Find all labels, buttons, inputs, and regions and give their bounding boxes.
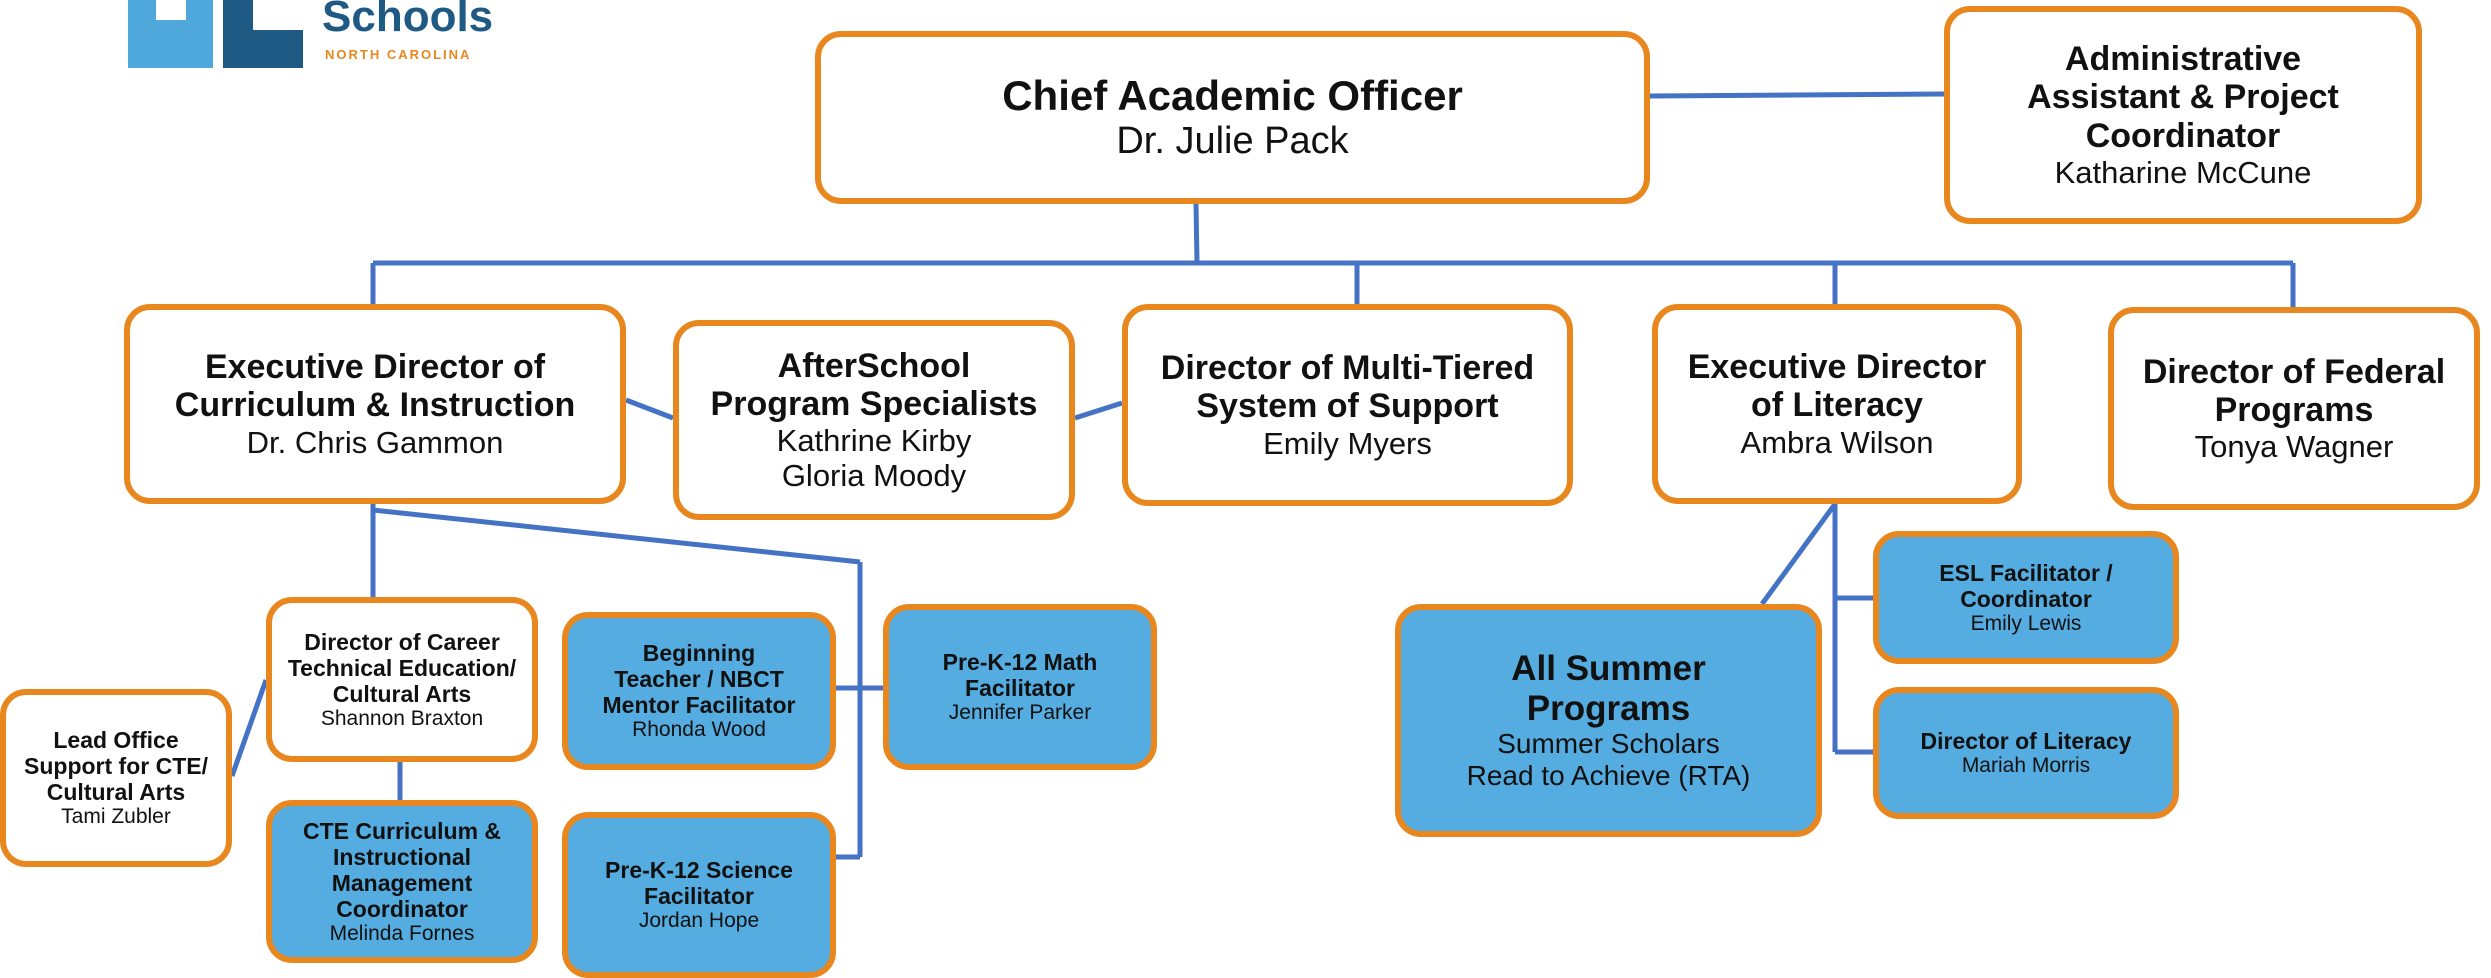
box-title-line: Instructional [332,843,471,870]
box-title-line: Facilitator [965,675,1075,702]
box-title-line: Mentor Facilitator [602,692,796,719]
box-title-line: AfterSchool [777,346,971,385]
box-person: Tonya Wagner [2194,429,2394,465]
box-person: Shannon Braxton [320,706,484,730]
connector-line [625,397,674,421]
logo-wordmark: Schools [322,0,494,41]
box-person: Jordan Hope [638,909,760,933]
box-title-line: Lead Office [53,727,179,754]
exec-director-literacy-box: Executive Director of Literacy Ambra Wil… [1652,304,2022,504]
box-title-line: Director of Career [304,628,500,655]
science-facilitator-box: Pre-K-12 Science Facilitator Jordan Hope [562,812,836,978]
box-title-line: Director of Literacy [1920,728,2132,755]
box-title-line: Cultural Arts [332,680,472,707]
box-person: Mariah Morris [1961,754,2091,778]
box-title-line: Facilitator [644,883,754,910]
connector-line [1759,502,1838,606]
chief-academic-officer-box: Chief Academic Officer Dr. Julie Pack [815,31,1650,204]
box-title-line: Curriculum & Instruction [174,386,576,425]
box-title-line: Support for CTE/ [24,753,208,780]
box-title-line: Management [331,869,473,896]
box-title-line: Cultural Arts [46,779,186,806]
esl-facilitator-box: ESL Facilitator / Coordinator Emily Lewi… [1873,531,2179,664]
box-title-line: ESL Facilitator / [1939,559,2113,586]
box-title-line: Director of Federal [2142,352,2446,391]
federal-programs-box: Director of Federal Programs Tonya Wagne… [2108,307,2480,510]
afterschool-specialists-box: AfterSchool Program Specialists Kathrine… [673,320,1075,520]
box-title-line: Pre-K-12 Science [605,857,793,884]
box-person: Emily Myers [1263,425,1432,461]
box-person: Emily Lewis [1970,611,2082,635]
lead-office-support-box: Lead Office Support for CTE/ Cultural Ar… [0,689,232,867]
box-title-line: Program Specialists [710,384,1038,423]
box-title-line: Coordinator [2085,116,2281,155]
box-title-line: Coordinator [336,895,468,922]
director-of-literacy-box: Director of Literacy Mariah Morris [1873,687,2179,819]
box-person: Kathrine Kirby [776,423,972,459]
box-person: Melinda Fornes [329,921,475,945]
box-person: Ambra Wilson [1740,424,1934,460]
box-person: Jennifer Parker [948,701,1092,725]
beginning-teacher-box: Beginning Teacher / NBCT Mentor Facilita… [562,612,836,770]
box-title-line: Coordinator [1960,585,2092,612]
box-title-line: System of Support [1196,387,1499,426]
cte-coordinator-box: CTE Curriculum & Instructional Managemen… [266,800,538,963]
connector-line [1193,203,1200,263]
box-title-line: Programs [1526,688,1691,728]
math-facilitator-box: Pre-K-12 Math Facilitator Jennifer Parke… [883,604,1157,770]
box-title-line: Technical Education/ [287,654,517,681]
box-person: Tami Zubler [61,805,171,829]
connector-line [372,507,861,565]
admin-assistant-box: Administrative Assistant & Project Coord… [1944,6,2422,224]
cte-director-box: Director of Career Technical Education/ … [266,597,538,762]
box-title: Chief Academic Officer [1002,72,1463,120]
box-title-line: Teacher / NBCT [614,666,784,693]
box-title-line: Administrative [2064,39,2302,78]
connector-line [1649,91,1945,99]
connector-line [229,679,269,777]
box-person: Rhonda Wood [632,718,766,742]
box-title-line: Pre-K-12 Math [942,649,1098,676]
box-title-line: All Summer [1511,649,1706,689]
box-person: Dr. Julie Pack [1116,119,1349,162]
box-title-line: of Literacy [1751,386,1923,425]
box-title-line: Programs [2214,390,2374,429]
box-person: Katharine McCune [2054,155,2312,191]
box-person: Gloria Moody [781,458,967,494]
box-title-line: Assistant & Project [2027,78,2339,117]
logo-state: NORTH CAROLINA [325,47,472,62]
summer-programs-box: All Summer Programs Summer Scholars Read… [1395,604,1822,837]
box-title-line: Beginning [642,640,756,667]
connector-line [1074,400,1123,421]
district-logo-mark [128,0,303,68]
mtss-director-box: Director of Multi-Tiered System of Suppo… [1122,304,1573,506]
box-person: Read to Achieve (RTA) [1466,760,1751,792]
box-title-line: Director of Multi-Tiered [1160,349,1535,388]
box-person: Summer Scholars [1497,728,1720,760]
box-person: Dr. Chris Gammon [246,424,504,460]
exec-director-curriculum-box: Executive Director of Curriculum & Instr… [124,304,626,504]
box-title-line: Executive Director of [204,348,546,387]
box-title-line: CTE Curriculum & [302,817,502,844]
box-title-line: Executive Director [1687,348,1987,387]
